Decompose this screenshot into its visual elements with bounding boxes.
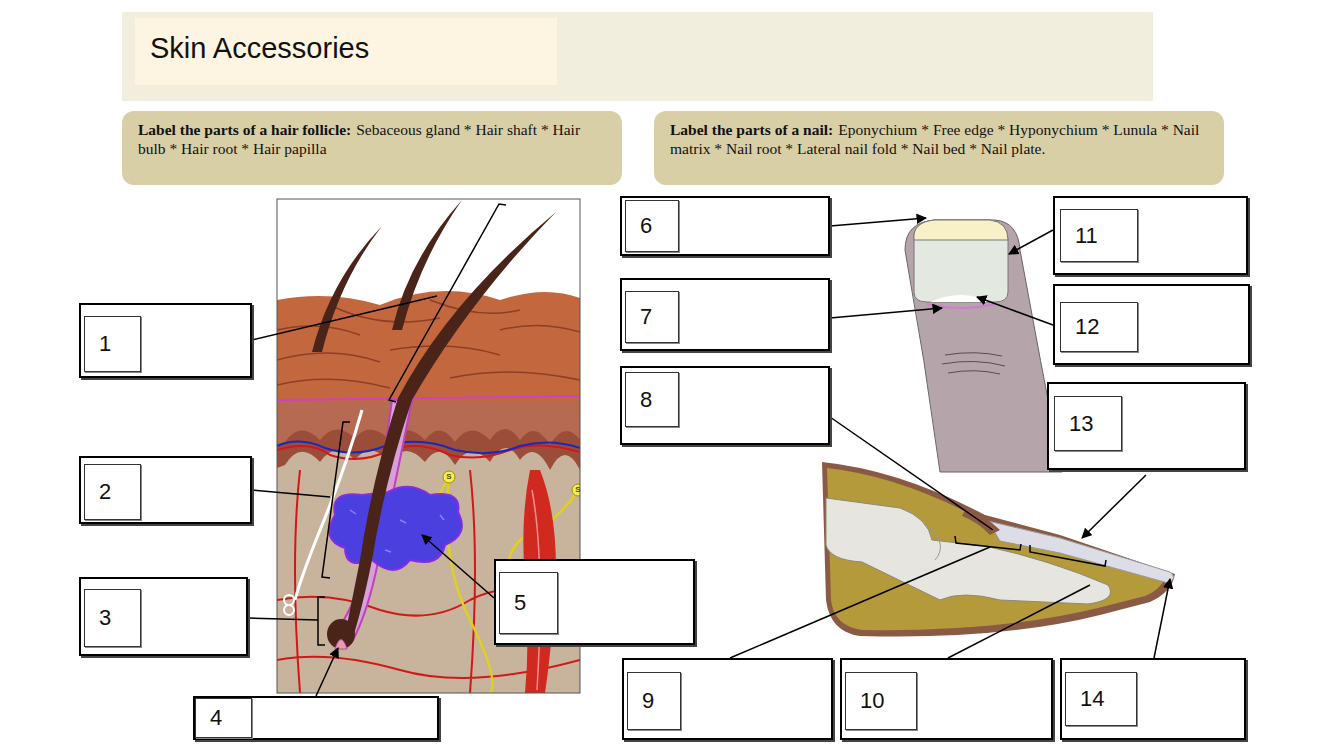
callout-number: 12 (1060, 302, 1138, 352)
callout-number: 5 (499, 572, 558, 634)
answer-box: 14 (1060, 658, 1246, 740)
answer-box: 9 (622, 658, 833, 740)
answer-box: 5 (494, 559, 695, 645)
answer-box: 11 (1053, 196, 1248, 275)
leader-lines (248, 204, 506, 696)
callout-number: 11 (1060, 209, 1138, 262)
sensor-label: S (444, 472, 454, 482)
callout-number: 9 (627, 672, 681, 730)
answer-box: 8 (620, 366, 830, 445)
callout-number: 3 (84, 589, 141, 647)
callout-number: 1 (84, 316, 141, 372)
answer-box: 3 (79, 577, 248, 656)
title-band (135, 18, 557, 85)
answer-box: 4 (193, 696, 439, 740)
callout-number: 10 (845, 672, 917, 730)
callout-number: 8 (625, 372, 679, 427)
answer-box: 2 (79, 456, 252, 524)
page-title: Skin Accessories (150, 32, 369, 65)
instruction-box: Label the parts of a hair follicle:Sebac… (122, 111, 622, 185)
callout-number: 6 (625, 200, 679, 252)
callout-number: 7 (625, 291, 679, 343)
callout-number: 4 (195, 698, 252, 738)
nail-section-illustration (822, 462, 1175, 637)
answer-box: 10 (840, 658, 1053, 740)
answer-box: 6 (620, 196, 830, 256)
callout-number: 2 (84, 464, 141, 520)
instruction-heading: Label the parts of a nail: (670, 121, 833, 138)
hair-follicle-illustration (277, 199, 580, 693)
instruction-heading: Label the parts of a hair follicle: (138, 121, 351, 138)
callout-number: 14 (1065, 672, 1137, 726)
answer-box: 12 (1053, 284, 1250, 365)
answer-box: 7 (620, 278, 830, 351)
finger-illustration (905, 220, 1062, 472)
answer-box: 1 (79, 303, 252, 378)
sensor-label: S (573, 485, 583, 495)
callout-number: 13 (1054, 396, 1122, 451)
header-band (122, 12, 1153, 101)
illustration-frame (277, 199, 580, 693)
answer-box: 13 (1047, 382, 1246, 470)
instruction-box: Label the parts of a nail:Eponychium * F… (654, 111, 1224, 185)
